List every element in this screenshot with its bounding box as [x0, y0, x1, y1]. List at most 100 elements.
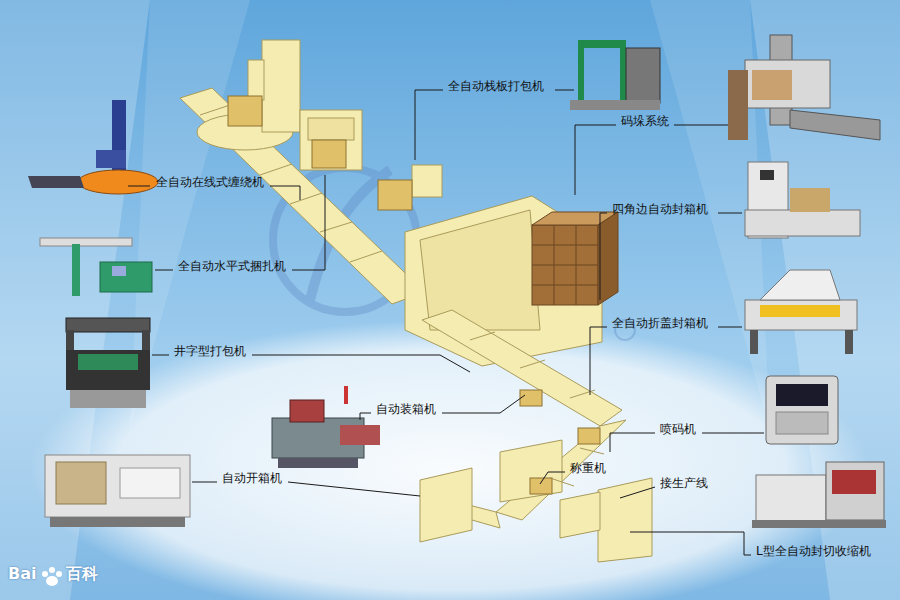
shrink-wrapper-photo-part — [826, 462, 884, 520]
leader-lines-part — [555, 90, 574, 91]
conveyor-line-part — [560, 492, 600, 538]
stretch-wrapper-photo-part — [96, 150, 126, 168]
leader-lines — [128, 90, 764, 555]
case-erector-photo-part — [120, 468, 180, 498]
flap-sealer-photo-part — [760, 270, 840, 300]
baidu-paw-icon-part — [42, 571, 48, 577]
conveyor-line-part — [500, 440, 562, 502]
conveyor-line-part — [520, 360, 545, 368]
case-sealer-photo — [745, 162, 860, 238]
conveyor-line-part — [260, 164, 292, 175]
case-erector-photo-part — [56, 462, 106, 504]
stretch-wrapper-photo — [28, 100, 158, 194]
leader-lines-part — [610, 433, 655, 452]
shrink-wrapper-photo-part — [756, 475, 826, 523]
leader-lines-part — [718, 327, 742, 328]
leader-lines-part — [702, 433, 764, 434]
leader-lines-part — [192, 482, 217, 483]
conveyor-line-part — [412, 165, 442, 197]
machine-label: 称重机 — [570, 461, 606, 475]
machine-label: 全自动栈板打包机 — [448, 79, 544, 93]
flap-sealer-photo-part — [750, 330, 758, 354]
leader-lines-part — [270, 186, 300, 200]
machine-label: 码垛系统 — [621, 114, 669, 128]
shrink-wrapper-photo-part — [832, 470, 876, 494]
pallet-strapper-photo-part — [570, 100, 660, 110]
baidu-paw-icon-part — [49, 567, 55, 573]
machine-photos — [28, 35, 886, 528]
pallet-strapper-photo-part — [620, 46, 626, 102]
leader-lines-part — [360, 413, 371, 420]
strapping-machine-photo-part — [112, 266, 126, 276]
leader-lines-part — [128, 186, 150, 187]
carton-boxes-part — [378, 180, 412, 210]
leader-lines-part — [540, 472, 565, 484]
stretch-wrapper-photo-part — [78, 170, 158, 194]
packer-photo-part — [340, 425, 380, 445]
leader-lines-part — [674, 125, 728, 126]
pallet-stack-part — [532, 245, 598, 246]
machine-label: 喷码机 — [660, 422, 696, 436]
conveyor-line-part — [422, 310, 622, 426]
case-sealer-photo-part — [760, 170, 774, 180]
case-erector-photo — [45, 455, 190, 527]
cross-strapping-photo-part — [78, 354, 138, 370]
pallet-strapper-photo-part — [578, 46, 584, 102]
pallet-strapper-photo-part — [626, 48, 660, 103]
watermark: Bai — [8, 565, 36, 583]
conveyor-line-part — [350, 251, 382, 262]
baidu-paw-icon-part — [46, 576, 58, 586]
leader-lines-part — [590, 327, 607, 395]
conveyor-line-part — [470, 332, 495, 340]
carton-boxes-part — [228, 96, 262, 126]
palletizer-photo-part — [790, 110, 880, 140]
conveyor-line-part — [550, 478, 574, 486]
palletizer-photo-part — [728, 70, 748, 140]
palletizer-photo — [728, 35, 880, 140]
shrink-wrapper-photo-part — [752, 520, 886, 528]
machine-label: L型全自动封切收缩机 — [756, 544, 871, 558]
packer-photo — [272, 386, 380, 468]
leader-lines-part — [575, 125, 616, 195]
stretch-wrapper-photo-part — [28, 176, 84, 188]
packer-photo-part — [278, 458, 358, 468]
conveyor-line-part — [420, 468, 472, 542]
pallet-strapper-photo-part — [578, 40, 626, 48]
cross-strapping-photo-part — [70, 390, 146, 408]
strapping-machine-photo-part — [40, 238, 132, 246]
palletizer-photo-part — [752, 70, 792, 100]
conveyor-line-part — [308, 118, 354, 140]
leader-lines-part — [152, 355, 169, 356]
pallet-stack-part — [598, 212, 618, 305]
machine-label: 井字型打包机 — [174, 344, 246, 358]
machine-label: 自动装箱机 — [376, 402, 436, 416]
machine-label: 全自动在线式缠绕机 — [156, 175, 264, 189]
pallet-stack-part — [554, 225, 555, 305]
leader-lines-part — [718, 213, 742, 214]
pallet-stack-part — [532, 265, 598, 266]
inkjet-printer-photo-part — [776, 412, 828, 434]
conveyor-line-part — [570, 390, 595, 398]
conveyor-line-part — [200, 105, 230, 115]
machine-label: 全自动水平式捆扎机 — [178, 259, 286, 273]
leader-lines-part — [252, 355, 470, 372]
pallet-stack-part — [532, 285, 598, 286]
strapping-machine-photo-part — [100, 262, 152, 292]
conveyor-line-part — [420, 210, 540, 330]
baidu-paw-icon-part — [56, 571, 62, 577]
case-sealer-photo-part — [745, 210, 860, 236]
leader-lines-part — [292, 175, 325, 270]
machine-label: 全自动折盖封箱机 — [612, 316, 708, 330]
conveyor-line-part — [262, 40, 300, 132]
flap-sealer-photo-part — [845, 330, 853, 354]
inkjet-printer-photo-part — [766, 376, 838, 444]
leader-lines-part — [600, 213, 607, 300]
conveyor-line-part — [580, 448, 604, 454]
pallet-strapper-photo — [570, 40, 660, 110]
carton-boxes-part — [530, 478, 552, 494]
packer-photo-part — [290, 400, 324, 422]
